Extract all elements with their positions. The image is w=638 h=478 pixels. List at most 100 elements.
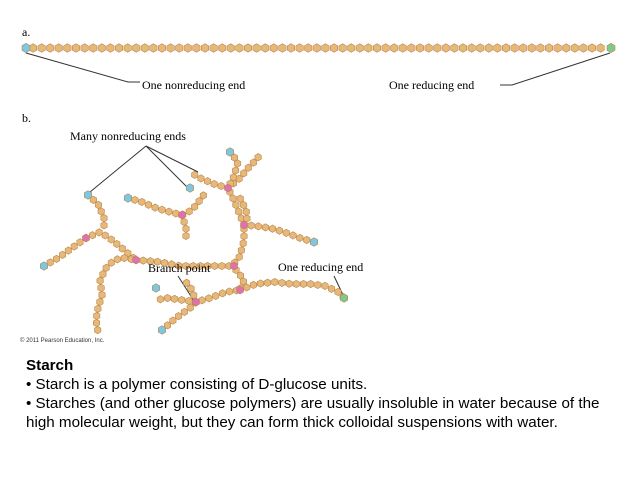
glucose-unit [347, 43, 356, 53]
glucose-unit [254, 153, 262, 162]
leader-reducing-end-a [500, 52, 611, 86]
glucose-unit [278, 43, 287, 53]
glucose-unit [278, 278, 286, 287]
label-reducing-end-a: One reducing end [389, 78, 474, 92]
glucose-unit [113, 239, 121, 249]
glucose-unit [211, 261, 219, 271]
glucose-unit [364, 43, 373, 53]
nonreducing-end-unit [39, 261, 49, 271]
glucose-unit [303, 235, 311, 244]
glucose-unit [467, 43, 476, 53]
nonreducing-end-unit [152, 283, 160, 293]
glucose-unit [156, 295, 164, 304]
glucose-unit [204, 261, 211, 271]
special-units [21, 43, 616, 335]
glucose-unit [89, 231, 96, 240]
glucose-unit [307, 280, 315, 289]
reducing-end-unit [339, 293, 349, 303]
glucose-unit [178, 295, 186, 305]
glucose-unit [275, 226, 283, 235]
glucose-unit [113, 255, 121, 264]
branch-point-unit [82, 233, 90, 243]
caption-bullet-1: • Starch is a polymer consisting of D-gl… [26, 376, 368, 393]
glucose-unit [212, 291, 220, 300]
glucose-unit [242, 207, 250, 216]
reducing-end-unit [606, 43, 616, 53]
glucose-unit [107, 258, 115, 267]
glucose-unit [80, 43, 89, 53]
glucose-unit [254, 222, 262, 231]
glucose-unit [164, 321, 171, 330]
branch-point-unit [178, 210, 186, 220]
glucose-unit [168, 260, 176, 269]
glucose-unit [182, 261, 190, 271]
glucose-unit [209, 43, 218, 53]
glucose-unit [579, 43, 588, 53]
leader-lines [25, 52, 611, 305]
glucose-unit [269, 43, 278, 53]
glucose-unit [123, 43, 132, 53]
glucose-unit [149, 43, 158, 53]
glucose-unit [154, 257, 161, 266]
glucose-unit [510, 43, 519, 53]
glucose-unit [570, 43, 579, 53]
glucose-unit [161, 258, 169, 267]
leader-many-nonreducing-1 [89, 145, 147, 193]
glucose-unit [458, 43, 468, 53]
glucose-unit [140, 43, 149, 53]
caption-bullet-2: • Starches (and other glucose polymers) … [26, 395, 600, 431]
label-many-nonreducing-ends: Many nonreducing ends [70, 129, 186, 143]
glucose-unit [115, 43, 123, 53]
glucose-unit [282, 228, 290, 237]
glucose-unit [236, 194, 244, 203]
glucose-unit [493, 43, 502, 53]
glucose-unit [100, 214, 108, 223]
glucose-unit [334, 287, 342, 297]
glucose-unit [244, 163, 252, 172]
glucose-unit [484, 43, 493, 53]
glucose-unit [229, 194, 237, 203]
glucose-unit [72, 43, 80, 53]
glucose-unit [544, 43, 554, 53]
glucose-unit [187, 284, 195, 293]
glucose-unit [372, 43, 382, 53]
glucose-unit [189, 261, 197, 271]
glucose-unit [210, 179, 218, 189]
glucose-unit [536, 43, 545, 53]
glucose-unit [527, 43, 536, 53]
glucose-unit [183, 43, 192, 53]
glucose-unit [329, 43, 339, 53]
glucose-unit [146, 257, 154, 266]
glucose-unit [100, 221, 108, 230]
glucose-unit [165, 207, 173, 216]
glucose-unit [229, 173, 237, 182]
caption-title: Starch [26, 357, 74, 374]
glucose-unit [232, 200, 240, 210]
glucose-unit [250, 280, 258, 289]
glucose-unit [37, 43, 46, 53]
glucose-unit [158, 43, 166, 53]
branch-point-unit [240, 220, 248, 230]
glucose-unit [106, 43, 115, 53]
glucose-unit [205, 294, 213, 303]
glucose-unit [164, 294, 171, 303]
glucose-unit [118, 244, 126, 253]
glucose-unit [175, 312, 183, 321]
glucose-unit [192, 43, 201, 53]
glucose-unit [264, 278, 272, 287]
glucose-unit [268, 224, 277, 233]
glucose-unit [249, 158, 257, 167]
glucose-unit [407, 43, 416, 53]
glucose-unit [131, 195, 139, 205]
glucose-unit [93, 311, 101, 320]
glucose-unit [183, 278, 191, 287]
glucose-unit [225, 287, 233, 296]
branch-point-unit [224, 183, 232, 193]
glucose-unit [58, 250, 66, 259]
glucose-unit [239, 239, 247, 248]
glucose-unit [562, 43, 571, 53]
glucose-unit [204, 177, 211, 186]
label-reducing-end-b: One reducing end [278, 260, 363, 274]
leader-branch-point [177, 275, 197, 305]
